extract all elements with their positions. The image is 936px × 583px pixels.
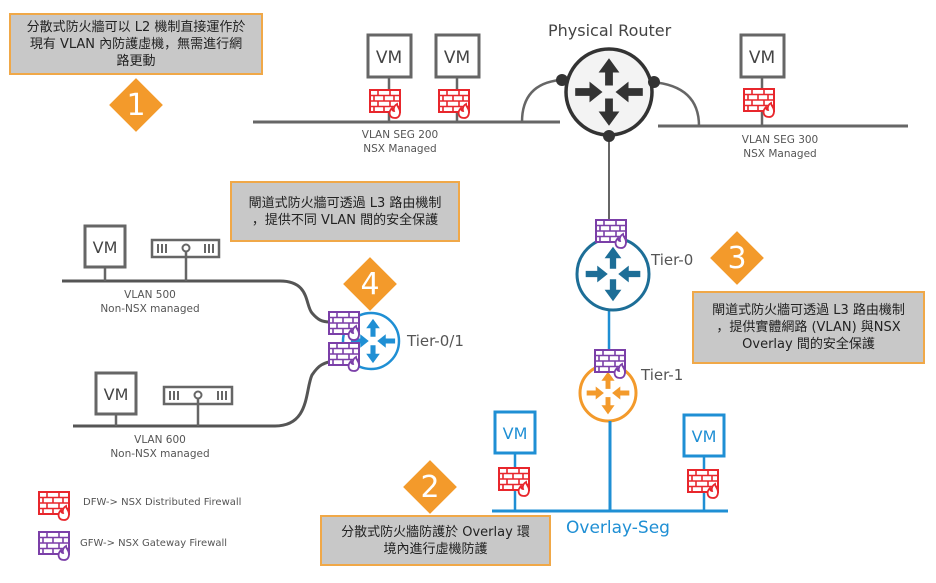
legend-dfw-text: DFW-> NSX Distributed Firewall	[83, 497, 242, 508]
callout-3: 閘道式防火牆可透過 L3 路由機制 ，提供實體網路 (VLAN) 與NSX Ov…	[692, 291, 925, 364]
dfw-icon	[438, 89, 470, 119]
callout-1-line: 分散式防火牆可以 L2 機制直接運作於	[26, 19, 246, 35]
segment-name: VLAN SEG 200	[361, 129, 439, 141]
vm-icon: VM	[739, 33, 786, 126]
physical-router-label: Physical Router	[548, 21, 672, 40]
segment-management: Non-NSX managed	[100, 303, 200, 315]
callout-4: 閘道式防火牆可透過 L3 路由機制 ，提供不同 VLAN 間的安全保護	[230, 181, 460, 242]
overlay-seg-label: Overlay-Seg	[566, 518, 670, 538]
badge-1-number: 1	[126, 87, 146, 123]
svg-text:VM: VM	[444, 48, 470, 68]
segment-name: VLAN SEG 300	[741, 134, 819, 146]
vm-icon: VM	[94, 371, 138, 426]
segment-management: Non-NSX managed	[110, 448, 210, 460]
dfw-icon	[743, 88, 775, 118]
vlan-500-label: VLAN 500 Non-NSX managed	[95, 288, 205, 316]
callout-3-line: Overlay 間的安全保護	[742, 337, 875, 352]
callout-1-line: 路更動	[116, 53, 156, 69]
segment-management: NSX Managed	[743, 148, 817, 160]
physical-router-icon	[556, 47, 660, 142]
callout-4-line: 閘道式防火牆可透過 L3 路由機制	[248, 195, 442, 211]
legend-gfw-icon	[38, 531, 70, 561]
callout-1: 分散式防火牆可以 L2 機制直接運作於 現有 VLAN 內防護虛機，無需進行網 …	[9, 13, 263, 75]
badge-3-number: 3	[727, 240, 747, 276]
vlan-seg-300-label: VLAN SEG 300 NSX Managed	[730, 133, 830, 161]
vlan-600-line	[73, 358, 341, 428]
badge-2-number: 2	[420, 469, 440, 505]
vm-icon: VM	[682, 413, 726, 511]
svg-text:VM: VM	[503, 424, 528, 443]
tier0-router-icon	[575, 236, 651, 312]
svg-text:VM: VM	[376, 48, 402, 68]
callout-1-line: 現有 VLAN 內防護虛機，無需進行網	[29, 36, 243, 52]
svg-text:VM: VM	[749, 48, 775, 68]
legend-gfw-text: GFW-> NSX Gateway Firewall	[80, 538, 228, 549]
tier1-label: Tier-1	[641, 366, 684, 384]
callout-2-line: 境內進行虛機防護	[383, 541, 488, 557]
segment-name: VLAN 600	[134, 434, 186, 446]
segment-management: NSX Managed	[363, 143, 437, 155]
callout-4-line: ，提供不同 VLAN 間的安全保護	[251, 212, 439, 228]
badge-4-number: 4	[360, 266, 380, 302]
svg-text:VM: VM	[93, 238, 118, 257]
appliance-icon	[162, 385, 234, 426]
vlan-600-label: VLAN 600 Non-NSX managed	[105, 433, 215, 461]
vlan-seg-200-label: VLAN SEG 200 NSX Managed	[350, 128, 450, 156]
router-link-left	[520, 78, 561, 123]
vm-icon: VM	[434, 33, 481, 122]
vm-icon: VM	[493, 410, 537, 511]
dfw-icon	[369, 89, 401, 119]
callout-2-line: 分散式防火牆防護於 Overlay 環	[341, 524, 530, 540]
segment-name: VLAN 500	[124, 289, 176, 301]
tier0-label: Tier-0	[651, 251, 694, 269]
vm-icon: VM	[83, 224, 127, 281]
callout-2: 分散式防火牆防護於 Overlay 環 境內進行虛機防護	[320, 515, 551, 566]
callout-3-line: 閘道式防火牆可透過 L3 路由機制	[712, 303, 905, 318]
vlan-500-line	[62, 279, 331, 324]
svg-text:VM: VM	[104, 385, 129, 404]
gfw-icon	[328, 342, 360, 372]
tier1-router-icon	[578, 363, 638, 423]
appliance-icon	[150, 238, 221, 281]
tier01-label: Tier-0/1	[407, 332, 464, 350]
router-link-right	[651, 80, 701, 127]
svg-text:VM: VM	[692, 427, 717, 446]
legend-dfw-icon	[38, 491, 70, 521]
callout-3-line: ，提供實體網路 (VLAN) 與NSX	[716, 320, 901, 335]
